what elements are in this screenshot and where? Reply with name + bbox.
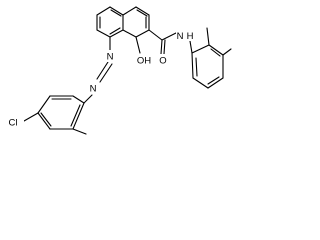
bond [207, 76, 220, 85]
structure-svg: N N OH O N H Cl [3, 6, 232, 135]
bond [135, 29, 150, 38]
azo-nitrogen-2-label: N [90, 84, 97, 95]
bond [40, 112, 52, 127]
bond [135, 36, 141, 54]
bond [189, 40, 193, 54]
bond [70, 104, 81, 127]
bond [161, 32, 177, 41]
bond [72, 95, 85, 104]
bond [110, 9, 122, 17]
bond [135, 6, 150, 16]
bond [37, 112, 51, 130]
bond [99, 63, 113, 83]
amide-hydrogen-label: H [187, 31, 194, 42]
bond [109, 6, 124, 16]
bond [72, 128, 87, 135]
bond [207, 77, 224, 89]
azo-nitrogen-1-label: N [107, 52, 114, 63]
bond [96, 6, 111, 16]
amide-nitrogen-label: N [177, 31, 184, 42]
bonds [23, 6, 232, 135]
bond [206, 27, 210, 46]
atom-labels: N N OH O N H Cl [3, 30, 196, 129]
hydroxyl-label: OH [137, 56, 151, 67]
bond [191, 52, 194, 79]
bond [23, 112, 39, 122]
bond [122, 29, 137, 38]
bond [109, 29, 124, 38]
bond [109, 27, 121, 35]
chlorine-label: Cl [9, 118, 18, 129]
carbonyl-oxygen-label: O [159, 56, 166, 67]
bond [72, 102, 85, 130]
bond [37, 95, 51, 114]
bond [96, 29, 111, 38]
bond [191, 44, 210, 54]
bond [195, 57, 198, 77]
bond [148, 29, 163, 41]
bond [210, 48, 221, 57]
bond [208, 44, 224, 56]
bond [83, 94, 93, 104]
bond [222, 48, 232, 56]
bond [122, 6, 137, 16]
bond [192, 77, 209, 89]
chemical-structure-diagram: N N OH O N H Cl [0, 0, 233, 136]
bond [96, 61, 109, 80]
bond [163, 39, 166, 55]
bond [160, 39, 163, 55]
bond [136, 9, 148, 17]
